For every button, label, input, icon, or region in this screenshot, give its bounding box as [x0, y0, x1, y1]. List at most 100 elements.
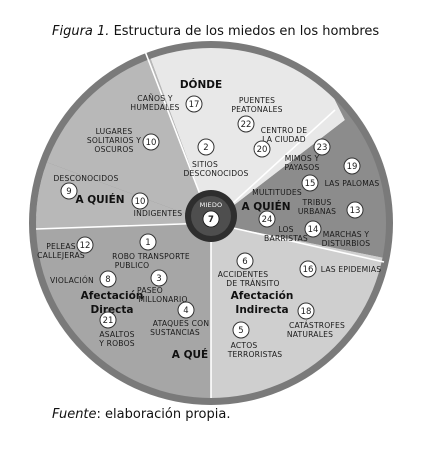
svg-text:6: 6: [242, 257, 247, 267]
svg-text:3: 3: [156, 274, 161, 284]
divider-left: [35, 222, 212, 230]
svg-text:CAÑOS Y: CAÑOS Y: [137, 94, 173, 103]
center-number: 7: [208, 215, 214, 225]
item-marchas-disturbios: 14 MARCHAS Y DISTURBIOS: [304, 220, 371, 248]
item-peleas-callejeras: PELEAS CALLEJERAS 12: [37, 236, 94, 260]
item-indigentes: 10 INDIGENTES: [131, 192, 183, 218]
svg-text:HUMEDALES: HUMEDALES: [130, 103, 179, 112]
svg-text:12: 12: [80, 241, 91, 251]
svg-text:ROBO TRANSPORTE: ROBO TRANSPORTE: [112, 252, 190, 261]
item-las-palomas: 19 LAS PALOMAS: [325, 157, 380, 188]
svg-text:LAS EPIDEMIAS: LAS EPIDEMIAS: [321, 265, 382, 274]
svg-text:18: 18: [301, 307, 312, 317]
item-tribus-urbanas: TRIBUS URBANAS 13: [298, 198, 364, 219]
svg-text:INDIGENTES: INDIGENTES: [134, 209, 183, 218]
svg-text:CATÁSTROFES: CATÁSTROFES: [289, 321, 345, 330]
svg-text:17: 17: [189, 100, 200, 110]
svg-text:16: 16: [303, 265, 314, 275]
svg-text:DISTURBIOS: DISTURBIOS: [322, 239, 371, 248]
svg-text:PUENTES: PUENTES: [239, 96, 275, 105]
svg-text:MILLONARIO: MILLONARIO: [138, 295, 187, 304]
svg-text:LOS: LOS: [278, 225, 293, 234]
item-las-epidemias: 16 LAS EPIDEMIAS: [299, 260, 382, 278]
svg-text:PELEAS: PELEAS: [46, 242, 76, 251]
item-puentes-peatonales: PUENTES PEATONALES 22: [231, 96, 282, 133]
svg-text:SOLITARIOS Y: SOLITARIOS Y: [87, 136, 141, 145]
item-catastrofes-naturales: 18 CATÁSTROFES NATURALES: [287, 302, 345, 339]
svg-text:22: 22: [241, 120, 252, 130]
svg-text:14: 14: [308, 225, 319, 235]
svg-text:MULTITUDES: MULTITUDES: [252, 188, 302, 197]
svg-text:DE TRÁNSITO: DE TRÁNSITO: [226, 279, 279, 288]
svg-text:PASEO: PASEO: [137, 286, 163, 295]
figure-source-text: : elaboración propia.: [96, 407, 231, 422]
sector-a-quien-left-stripe: [36, 155, 211, 223]
heading-afectacion-indirecta-2: Indirecta: [235, 304, 288, 316]
figure-source-prefix: Fuente: [52, 407, 97, 422]
svg-text:13: 13: [350, 206, 361, 216]
svg-text:VIOLACIÓN: VIOLACIÓN: [50, 276, 94, 285]
svg-text:MARCHAS Y: MARCHAS Y: [323, 230, 370, 239]
heading-a-que: A QUÉ: [172, 348, 208, 361]
item-canos-humedales: CAÑOS Y HUMEDALES 17: [130, 94, 203, 113]
svg-text:23: 23: [317, 143, 328, 153]
svg-text:DESCONOCIDOS: DESCONOCIDOS: [54, 174, 119, 183]
svg-text:19: 19: [347, 162, 358, 172]
svg-text:LA CIUDAD: LA CIUDAD: [262, 135, 306, 144]
svg-text:CALLEJERAS: CALLEJERAS: [37, 251, 85, 260]
svg-text:24: 24: [262, 215, 273, 225]
center-label: MIEDO: [200, 201, 223, 209]
svg-text:MIMOS Y: MIMOS Y: [285, 154, 320, 163]
svg-text:Y ROBOS: Y ROBOS: [98, 339, 135, 348]
svg-text:PAYASOS: PAYASOS: [285, 163, 320, 172]
svg-text:20: 20: [257, 145, 268, 155]
svg-text:2: 2: [203, 143, 208, 153]
svg-text:1: 1: [145, 238, 150, 248]
svg-text:8: 8: [105, 275, 110, 285]
item-desconocidos: DESCONOCIDOS 9: [54, 174, 119, 200]
svg-text:DESCONOCIDOS: DESCONOCIDOS: [184, 169, 249, 178]
heading-afectacion-directa-2: Directa: [91, 304, 134, 316]
svg-text:ACCIDENTES: ACCIDENTES: [218, 270, 269, 279]
svg-text:NATURALES: NATURALES: [287, 330, 333, 339]
heading-a-quien-left: A QUIÉN: [75, 193, 124, 206]
svg-text:LUGARES: LUGARES: [96, 127, 133, 136]
heading-afectacion-directa-1: Afectación: [81, 290, 144, 302]
svg-text:LAS PALOMAS: LAS PALOMAS: [325, 179, 380, 188]
item-sitios-desconocidos: 2 SITIOS DESCONOCIDOS: [184, 138, 249, 178]
svg-text:ATAQUES CON: ATAQUES CON: [153, 319, 209, 328]
svg-text:TRIBUS: TRIBUS: [302, 198, 332, 207]
figure-title-text: Estructura de los miedos en los hombres: [109, 24, 380, 39]
svg-text:10: 10: [135, 197, 146, 207]
svg-text:9: 9: [66, 187, 71, 197]
heading-a-quien-right: A QUIÉN: [241, 200, 290, 213]
svg-text:TERRORISTAS: TERRORISTAS: [227, 350, 283, 359]
item-robo-transporte: 1 ROBO TRANSPORTE PUBLICO: [112, 233, 190, 270]
svg-text:10: 10: [146, 138, 157, 148]
svg-text:CENTRO DE: CENTRO DE: [261, 126, 308, 135]
svg-text:21: 21: [103, 316, 114, 326]
divider-right: [210, 222, 385, 263]
item-multitudes: 15 MULTITUDES: [252, 174, 319, 197]
svg-text:OSCUROS: OSCUROS: [94, 145, 133, 154]
item-lugares-solitarios: LUGARES SOLITARIOS Y OSCUROS 10: [87, 127, 160, 154]
item-asaltos-robos: 21 ASALTOS Y ROBOS: [98, 311, 135, 348]
item-accidentes-transito: 6 ACCIDENTES DE TRÁNSITO: [218, 252, 280, 288]
center-number-circle: [202, 210, 220, 228]
svg-text:ASALTOS: ASALTOS: [99, 330, 134, 339]
item-mimos-payasos: 23 MIMOS Y PAYASOS: [285, 138, 331, 172]
svg-text:PUBLICO: PUBLICO: [115, 261, 150, 270]
heading-donde: DÓNDE: [180, 78, 222, 91]
svg-text:4: 4: [183, 306, 188, 316]
svg-text:15: 15: [305, 179, 316, 189]
svg-text:BARRISTAS: BARRISTAS: [264, 234, 308, 243]
svg-text:PEATONALES: PEATONALES: [231, 105, 282, 114]
item-paseo-millonario: 3 PASEO MILLONARIO: [137, 269, 187, 304]
item-violacion: VIOLACIÓN 8: [50, 270, 117, 288]
svg-text:SUSTANCIAS: SUSTANCIAS: [150, 328, 200, 337]
svg-text:URBANAS: URBANAS: [298, 207, 336, 216]
figure-title: Figura 1. Estructura de los miedos en lo…: [52, 24, 379, 39]
item-actos-terroristas: 5 ACTOS TERRORISTAS: [227, 321, 283, 359]
item-los-barristas: 24 LOS BARRISTAS: [258, 210, 308, 243]
